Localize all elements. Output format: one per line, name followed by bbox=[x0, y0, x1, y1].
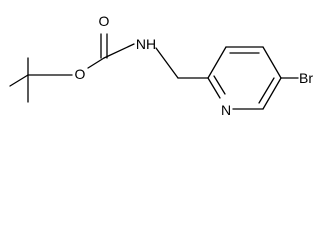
ring-bond-n1-c2-inner bbox=[213, 75, 226, 95]
atom-carbonyl-oxygen: O bbox=[99, 13, 110, 29]
atom-ester-oxygen: O bbox=[75, 66, 86, 82]
ring-bond-c2-c3 bbox=[207, 46, 227, 79]
carbamate-group bbox=[87, 33, 135, 69]
chemical-structure-diagram: O O NH N Br bbox=[9, 13, 314, 118]
bond-carbonyl-c-n bbox=[103, 43, 135, 59]
tert-butyl-group bbox=[9, 57, 73, 103]
ring-bond-n1-c2 bbox=[207, 77, 221, 99]
bond-n-ch2 bbox=[155, 47, 179, 79]
ring-bond-c4-c5 bbox=[262, 46, 282, 79]
ring-bond-c5-c6-inner bbox=[258, 77, 275, 104]
atom-labels: O O NH N Br bbox=[75, 13, 314, 118]
atom-amine-nitrogen: NH bbox=[136, 36, 156, 52]
pyridine-ring bbox=[207, 46, 282, 110]
methylene-linker bbox=[155, 47, 209, 79]
atom-bromine: Br bbox=[299, 70, 313, 86]
bond-tbu-methyl-left bbox=[9, 74, 29, 87]
ring-bond-c5-c6 bbox=[262, 77, 282, 110]
bond-o-carbonyl-c bbox=[87, 57, 105, 69]
atom-pyridine-nitrogen: N bbox=[221, 102, 231, 118]
